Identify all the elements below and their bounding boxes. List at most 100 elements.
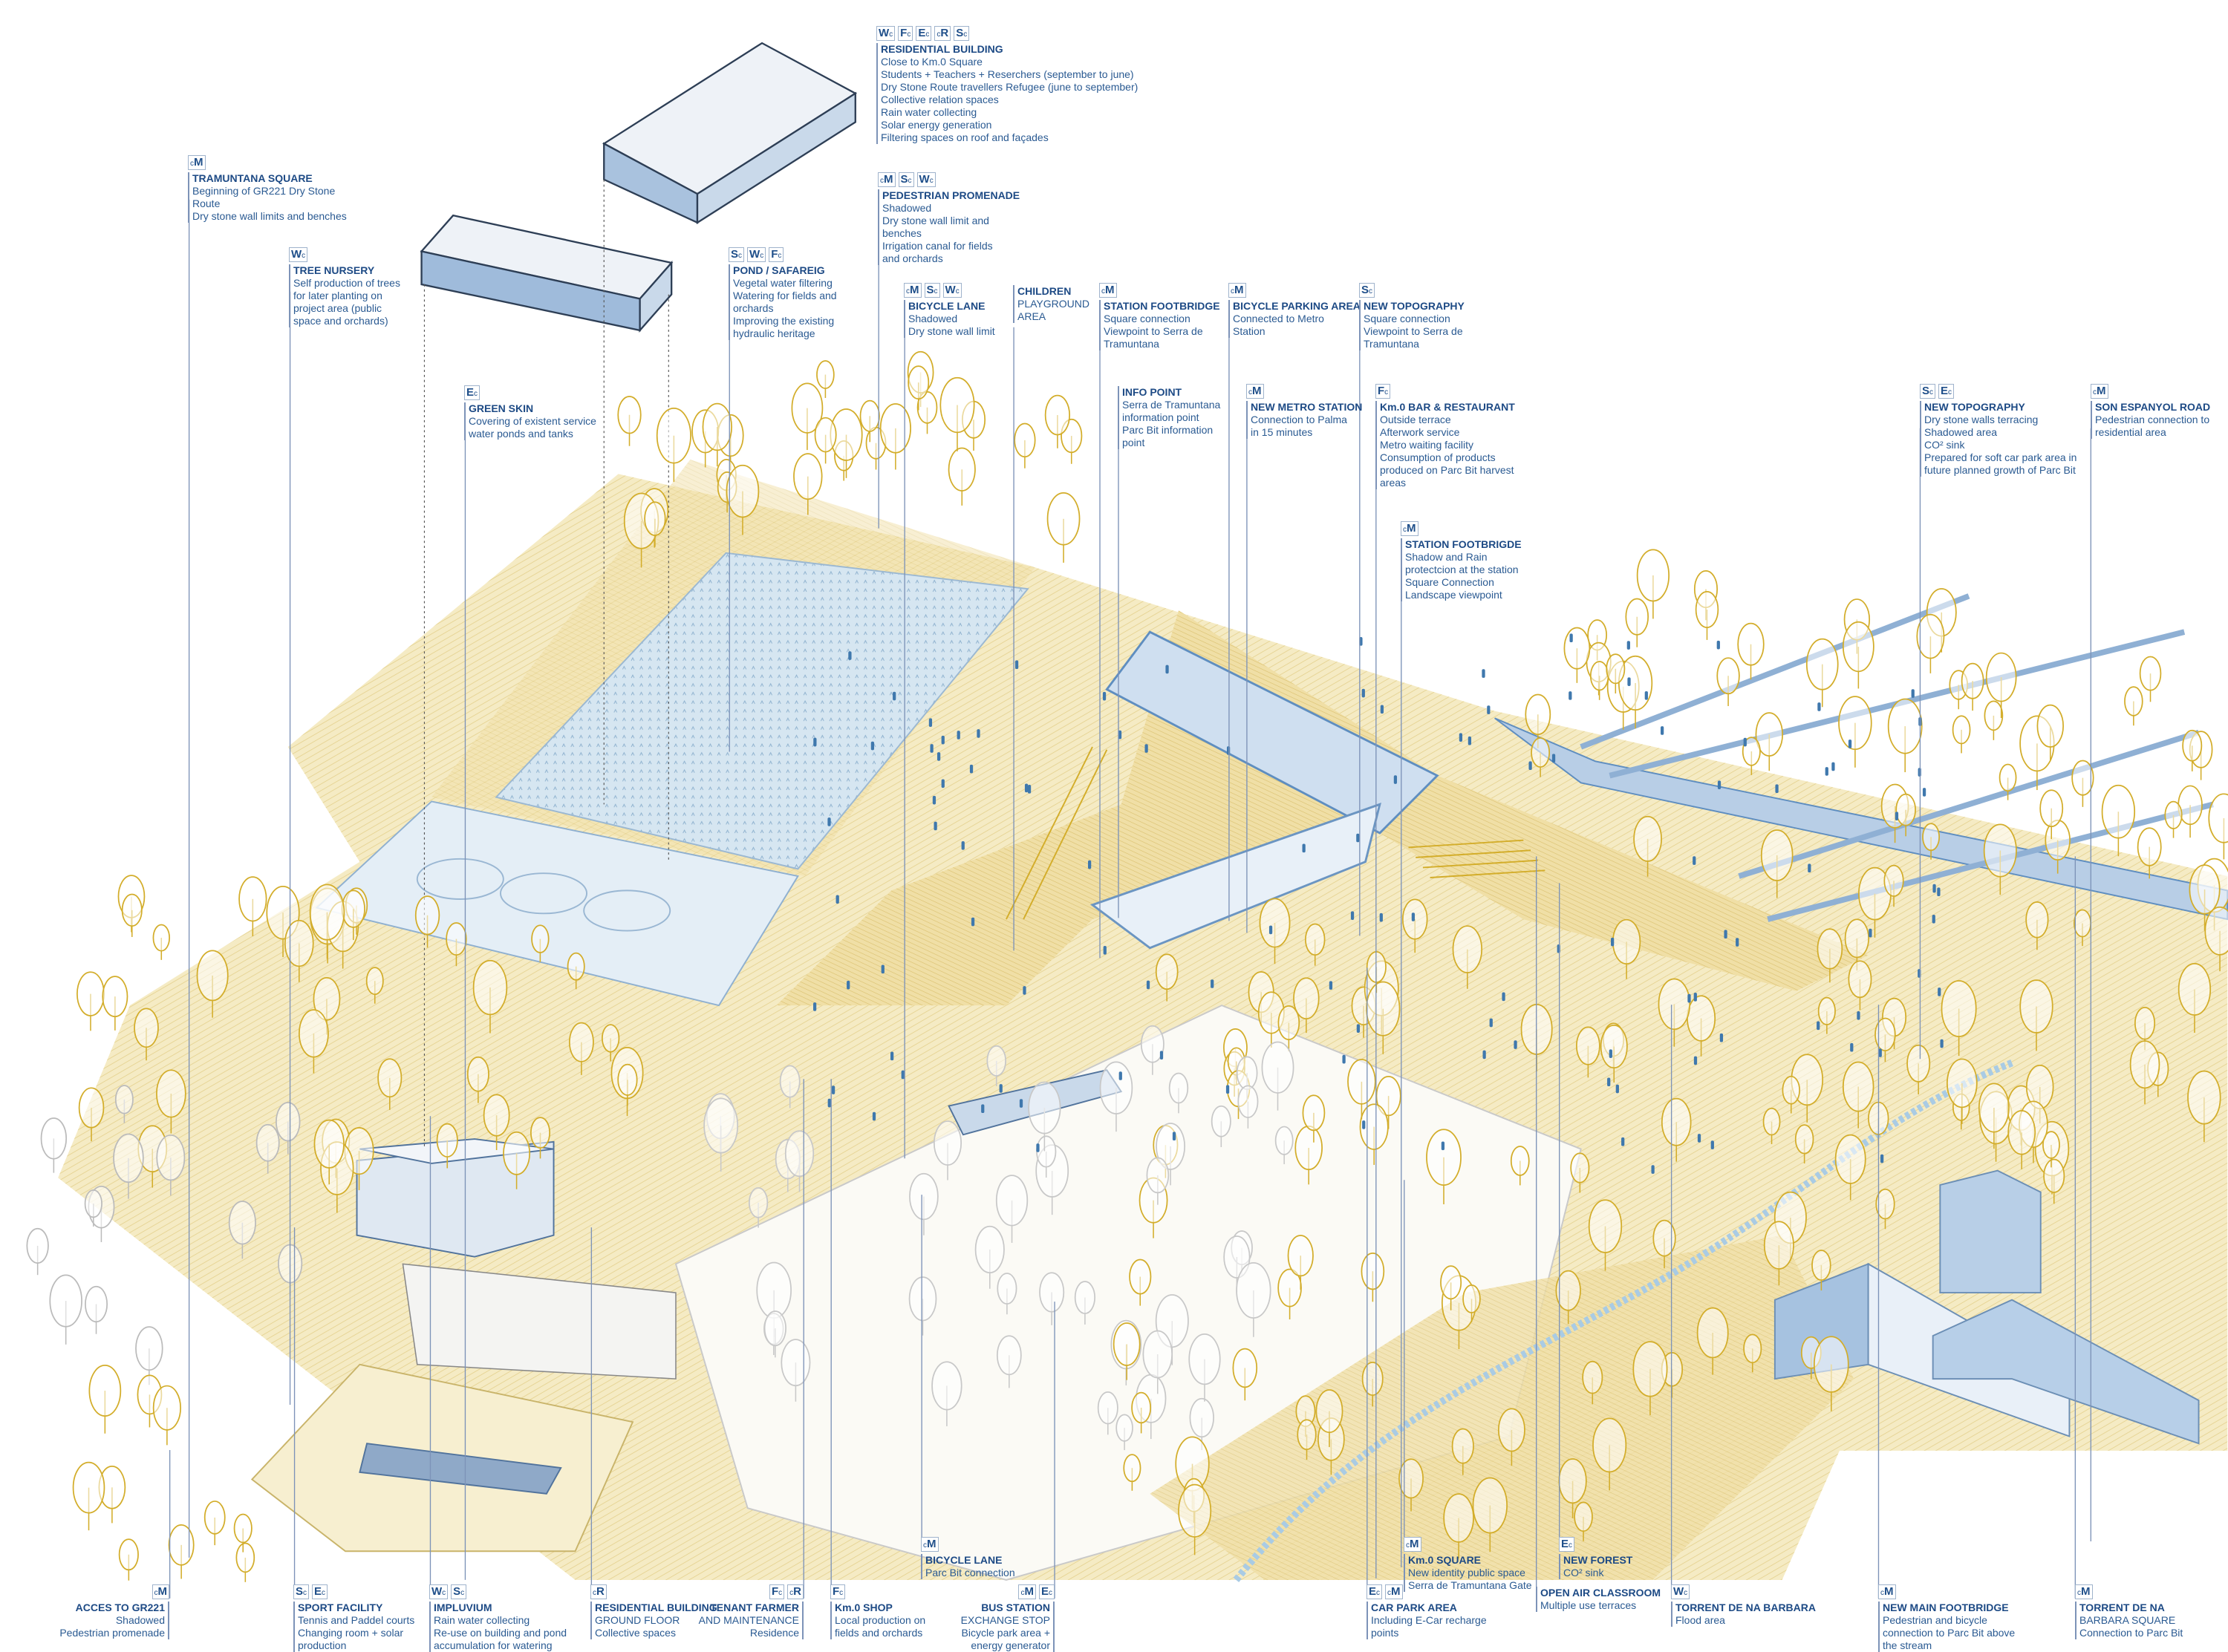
label-title: STATION FOOTBRIGDE	[1405, 538, 1522, 550]
person-icon	[1607, 1077, 1611, 1087]
person-icon	[1651, 1165, 1655, 1174]
label-line: for later planting on	[293, 290, 382, 301]
person-icon	[1350, 911, 1355, 920]
tree-icon	[1497, 1408, 1525, 1466]
category-badge: Wc	[1671, 1584, 1690, 1599]
person-icon	[969, 764, 974, 774]
tree-icon	[908, 365, 930, 411]
tree-icon	[1582, 1360, 1603, 1405]
label-line: Dry stone walls terracing	[1924, 414, 2039, 425]
label-title: STATION FOOTBRIDGE	[1104, 300, 1220, 312]
pond	[495, 552, 1029, 870]
label-line: Dry Stone Route travellers Refugee (june…	[881, 81, 1139, 93]
category-badges: cM	[921, 1537, 1015, 1552]
tree-icon	[784, 1130, 815, 1192]
label-line: BARBARA SQUARE	[2079, 1614, 2176, 1626]
person-icon	[957, 731, 960, 740]
tree-icon	[1952, 715, 1971, 754]
label-line: fields and orchards	[835, 1627, 923, 1639]
tree-icon	[1848, 960, 1872, 1011]
tree-icon	[1443, 1493, 1474, 1559]
label-line: Beginning of GR221 Dry Stone	[192, 185, 336, 197]
tree-icon	[948, 447, 976, 506]
category-badges: cM	[1878, 1584, 2015, 1599]
category-badges: Fc	[1375, 384, 1515, 399]
label-title: RESIDENTIAL BUILDING	[881, 43, 1003, 55]
category-badges: Sc	[1359, 283, 1465, 298]
person-icon	[1118, 730, 1122, 740]
tree-icon	[446, 922, 467, 967]
tree-icon	[1574, 1501, 1593, 1541]
category-badge: cM	[2075, 1584, 2093, 1599]
tree-icon	[1696, 1307, 1729, 1375]
water-tanks-green-skin	[315, 800, 799, 1007]
tree-icon	[1632, 1341, 1668, 1416]
label-line: Solar energy generation	[881, 119, 992, 131]
label-line: protectcion at the station	[1405, 564, 1519, 575]
steps	[1006, 746, 1545, 920]
tree-icon	[2208, 793, 2228, 860]
tree-icon	[1188, 1333, 1221, 1402]
person-icon	[1611, 937, 1615, 947]
label-line: hydraulic heritage	[733, 327, 815, 339]
person-icon	[1036, 1143, 1040, 1152]
label-title: Km.0 BAR & RESTAURANT	[1380, 401, 1515, 413]
tree-icon	[102, 976, 128, 1031]
projection-lines	[423, 179, 669, 1149]
tree-icon	[284, 919, 314, 982]
label-line: Pedestrian connection to	[2095, 414, 2210, 425]
tree-icon	[779, 1065, 801, 1109]
tree-icon	[1817, 996, 1836, 1034]
person-icon	[831, 1085, 836, 1094]
person-icon	[1932, 884, 1936, 893]
tree-icon	[152, 924, 170, 960]
tree-icon	[1661, 1097, 1692, 1162]
tree-icon	[974, 1225, 1005, 1289]
person-icon	[930, 744, 934, 753]
tree-icon	[88, 1365, 122, 1434]
label-line: accumulation for watering	[434, 1639, 553, 1651]
category-badges: Fc	[830, 1584, 925, 1599]
label-line: Square connection	[1104, 313, 1190, 324]
tree-icon	[1922, 823, 1941, 860]
label-line: Shadowed area	[1924, 426, 1998, 438]
tree-icon	[726, 464, 760, 535]
tree-icon	[114, 1085, 134, 1123]
category-badge: Fc	[769, 1584, 785, 1599]
tree-icon	[1762, 1107, 1781, 1144]
tree-icon	[1237, 1085, 1259, 1129]
tree-icon	[2124, 686, 2143, 726]
category-badge: cR	[590, 1584, 607, 1599]
category-badges: Wc	[1671, 1584, 1816, 1599]
label-title: NEW MAIN FOOTBRIDGE	[1883, 1602, 2009, 1613]
tree-icon	[530, 1117, 551, 1159]
person-icon	[1626, 641, 1630, 650]
person-icon	[937, 752, 941, 761]
tree-icon	[1440, 1265, 1462, 1310]
tree-icon	[1570, 1152, 1590, 1193]
category-badge: Sc	[954, 26, 970, 41]
tree-icon	[1146, 1157, 1170, 1205]
tree-icon	[121, 893, 143, 937]
tree-icon	[1232, 1348, 1258, 1401]
person-icon	[1569, 633, 1573, 643]
label-line: Metro waiting facility	[1380, 439, 1474, 451]
tree-icon	[1123, 1454, 1141, 1491]
label-line: Shadowed	[908, 313, 958, 324]
label-title: TORRENT DE NA	[2079, 1602, 2165, 1613]
tree-icon	[1563, 627, 1591, 683]
category-badge: Ec	[1938, 384, 1955, 399]
person-icon	[901, 1070, 905, 1080]
category-badge: cM	[1246, 384, 1264, 399]
tree-icon	[1451, 1428, 1474, 1475]
